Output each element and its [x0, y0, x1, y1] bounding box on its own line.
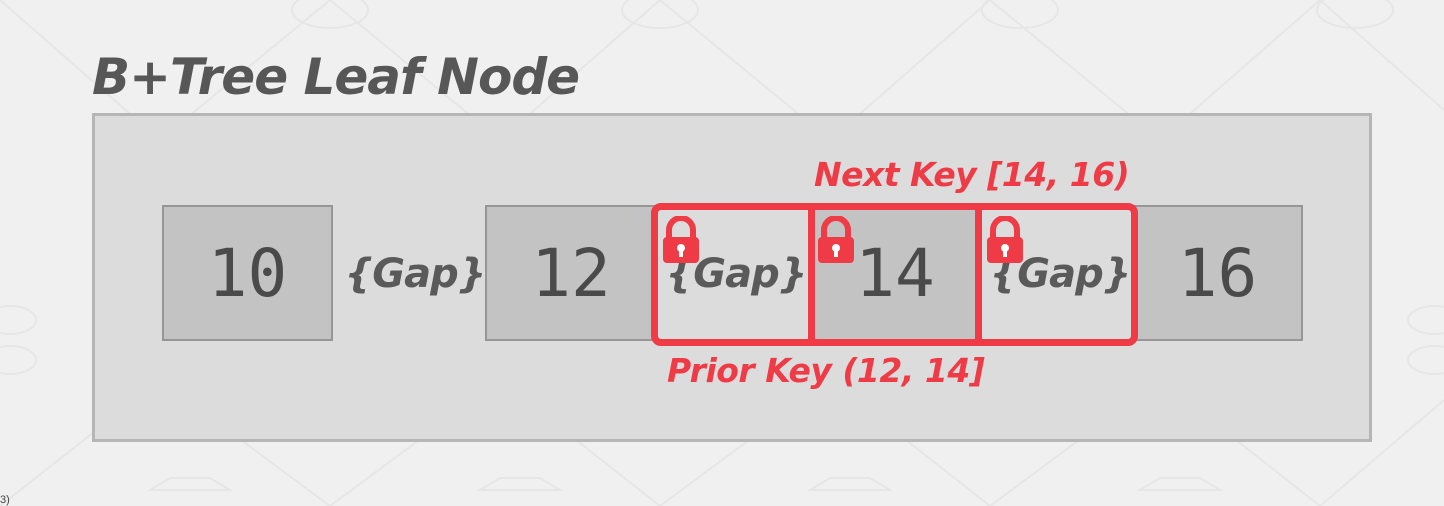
- next-gap-highlight: [975, 203, 1138, 346]
- key-cell-10: 10: [162, 205, 333, 341]
- key-cell-16: 16: [1132, 205, 1303, 341]
- next-key-label: Next Key [14, 16): [814, 155, 1130, 194]
- gap-label: {Gap}: [344, 251, 486, 297]
- lock-icon: [818, 216, 854, 263]
- footer-text: 3): [0, 494, 10, 506]
- page-title: B+Tree Leaf Node: [92, 48, 580, 106]
- prior-key-label: Prior Key (12, 14]: [667, 351, 985, 390]
- lock-icon: [663, 216, 699, 263]
- lock-icon: [987, 216, 1023, 263]
- key-cell-12: 12: [485, 205, 657, 341]
